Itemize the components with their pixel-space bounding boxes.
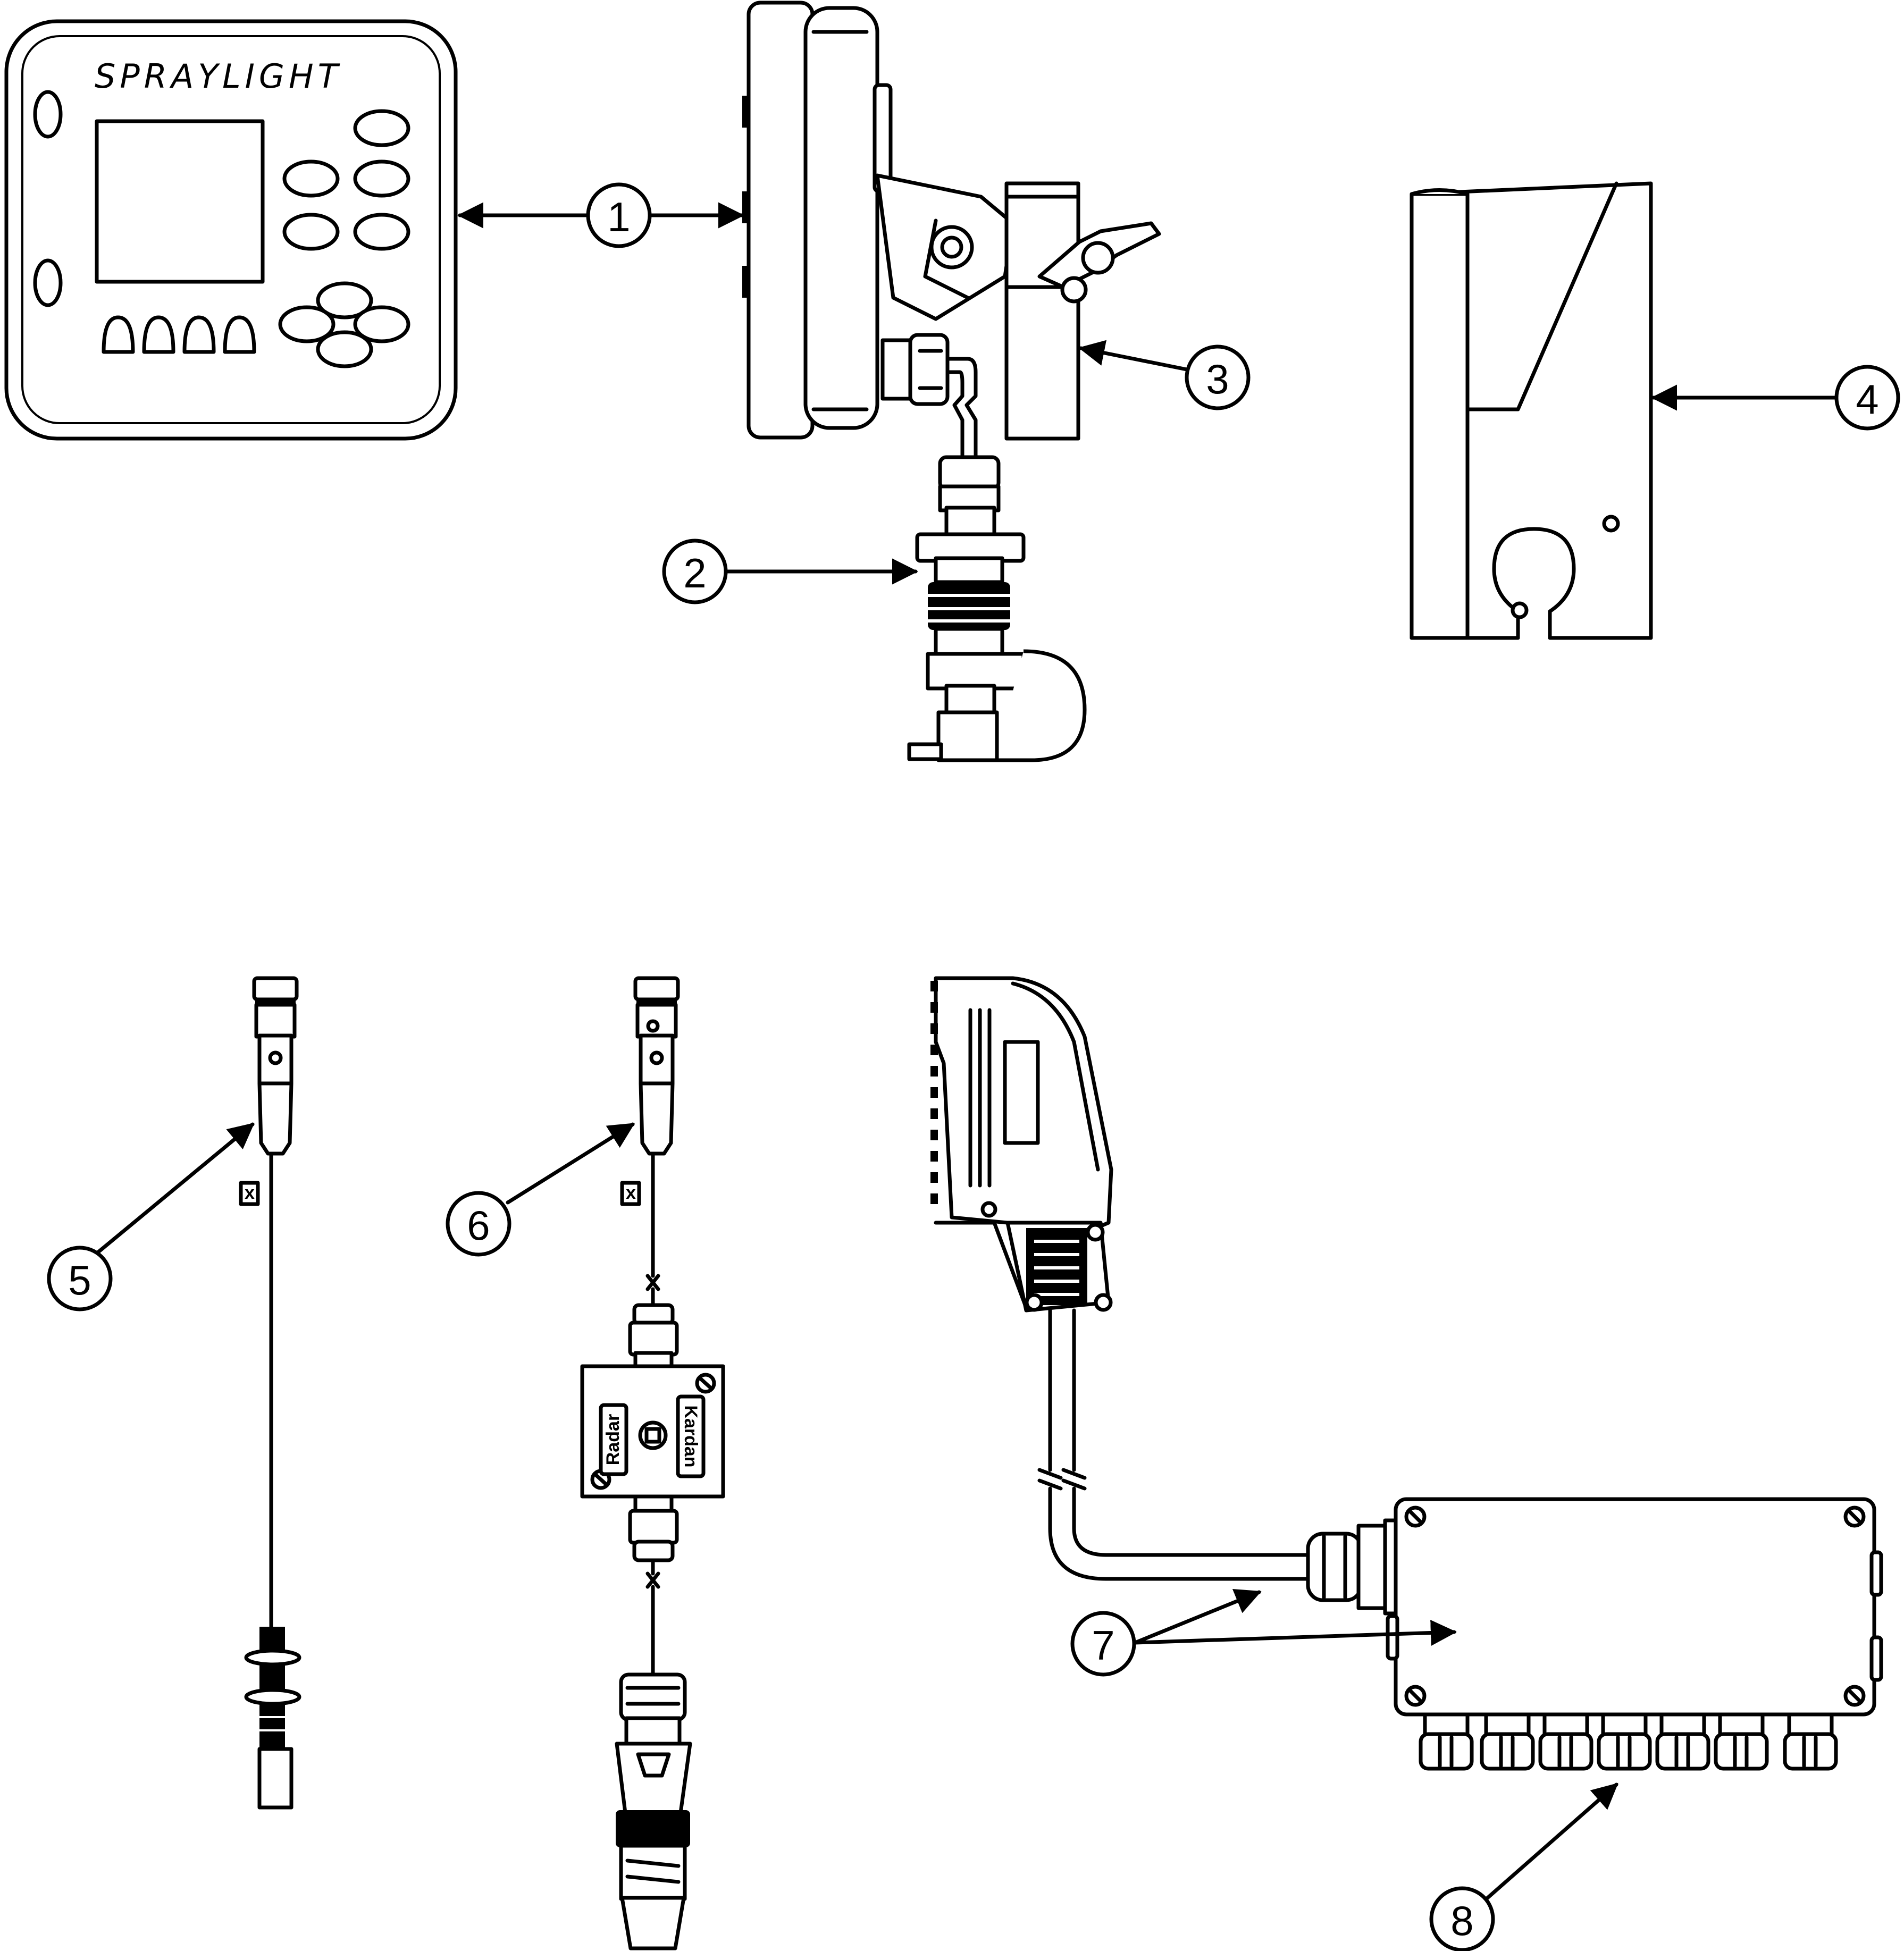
- callout-4-label: 4: [1856, 376, 1878, 423]
- callout-5-label: 5: [68, 1257, 91, 1304]
- callout-7-label: 7: [1092, 1622, 1114, 1669]
- callout-6: 6: [446, 1191, 511, 1257]
- console-side: [742, 1, 1161, 762]
- sensor-cable-5: x: [239, 976, 301, 1810]
- callout-1-label: 1: [607, 194, 630, 240]
- console-keypad: [102, 109, 410, 368]
- console-display: [95, 119, 265, 284]
- leader-lines: [96, 202, 1838, 1911]
- controller-module-7: [930, 976, 1398, 1616]
- console-side-button: [33, 90, 63, 139]
- callout-4: 4: [1834, 365, 1900, 431]
- console-brand-text: SPRAYLIGHT: [95, 57, 342, 96]
- box-cable-glands: [1419, 1712, 1838, 1771]
- callout-3-label: 3: [1206, 356, 1229, 402]
- junction-label-kardan: Kardan: [681, 1405, 701, 1467]
- callout-7: 7: [1070, 1611, 1136, 1677]
- callout-6-label: 6: [467, 1202, 490, 1249]
- callout-1: 1: [586, 182, 652, 248]
- callout-8: 8: [1429, 1886, 1495, 1951]
- module-window: [1003, 1040, 1040, 1145]
- module-fins: [930, 981, 938, 1204]
- callout-5: 5: [47, 1246, 113, 1311]
- callout-2: 2: [662, 539, 728, 604]
- console-front: SPRAYLIGHT: [4, 19, 458, 441]
- console-side-button: [33, 258, 63, 307]
- junction-label-radar: Radar: [603, 1414, 623, 1465]
- callout-2-label: 2: [683, 550, 706, 596]
- mounting-plate: [1410, 181, 1653, 640]
- callout-8-label: 8: [1450, 1897, 1473, 1944]
- distribution-box-8: [1386, 1497, 1883, 1771]
- junction-cable-6: x Radar Kardan: [580, 976, 725, 1950]
- callout-3: 3: [1185, 344, 1251, 410]
- svg-text:x: x: [626, 1183, 636, 1203]
- svg-text:x: x: [245, 1183, 255, 1203]
